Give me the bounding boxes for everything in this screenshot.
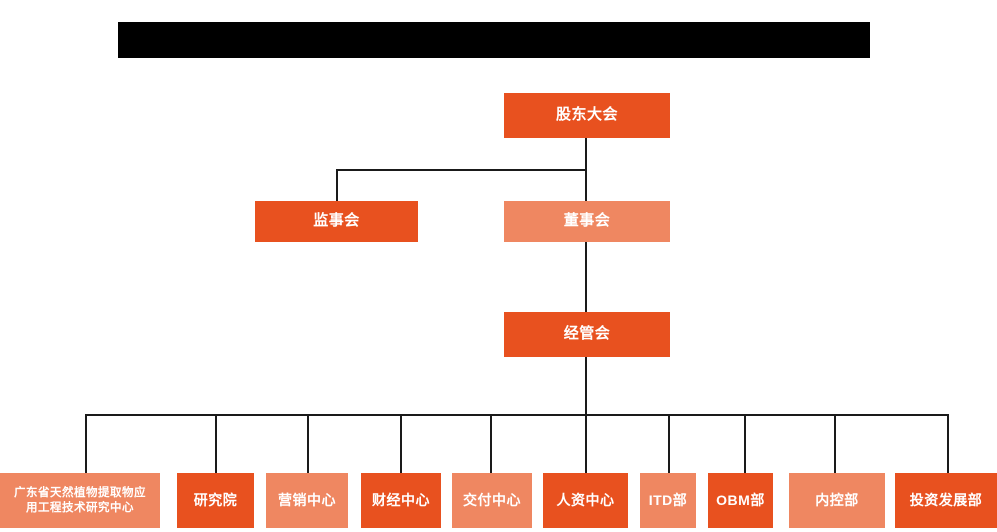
connector-board-down: [585, 169, 587, 201]
node-board-of-directors-label: 董事会: [563, 212, 611, 230]
node-obm-department-label: OBM部: [716, 491, 765, 508]
connector-drop-institute: [215, 414, 217, 474]
node-research-institute-label: 研究院: [193, 491, 238, 508]
connector-departments-bus: [85, 414, 949, 416]
node-supervisory-board-label: 监事会: [313, 212, 360, 230]
node-itd-department-label: ITD部: [648, 491, 688, 508]
node-human-resources-center-label: 人资中心: [556, 491, 615, 508]
connector-drop-marketing: [307, 414, 309, 474]
node-finance-center-label: 财经中心: [372, 491, 430, 508]
node-obm-department[interactable]: OBM部: [708, 473, 773, 528]
node-supervisory-board[interactable]: 监事会: [255, 201, 418, 242]
connector-drop-research-center: [85, 414, 87, 474]
connector-drop-itd: [668, 414, 670, 474]
node-human-resources-center[interactable]: 人资中心: [543, 473, 628, 528]
node-research-institute[interactable]: 研究院: [177, 473, 254, 528]
node-natural-plant-extract-research-center[interactable]: 广东省天然植物提取物应 用工程技术研究中心: [0, 473, 160, 528]
node-management-committee[interactable]: 经管会: [504, 312, 670, 357]
node-board-of-directors[interactable]: 董事会: [504, 201, 670, 242]
node-shareholders-meeting[interactable]: 股东大会: [504, 93, 670, 138]
node-finance-center[interactable]: 财经中心: [361, 473, 441, 528]
node-shareholders-meeting-label: 股东大会: [555, 106, 618, 124]
connector-drop-internal-control: [834, 414, 836, 474]
node-delivery-center[interactable]: 交付中心: [452, 473, 532, 528]
connector-board-to-management: [585, 242, 587, 312]
node-management-committee-label: 经管会: [563, 325, 611, 343]
node-investment-development-department-label: 投资发展部: [909, 491, 983, 508]
connector-drop-delivery: [490, 414, 492, 474]
connector-drop-finance: [400, 414, 402, 474]
redacted-title-bar: [118, 22, 870, 58]
connector-shareholders-down: [585, 138, 587, 170]
node-investment-development-department[interactable]: 投资发展部: [895, 473, 997, 528]
connector-drop-investment: [947, 414, 949, 474]
node-marketing-center-label: 营销中心: [278, 491, 336, 508]
connector-supervisory-down: [336, 169, 338, 201]
connector-management-down: [585, 357, 587, 415]
connector-drop-obm: [744, 414, 746, 474]
node-internal-control-department[interactable]: 内控部: [789, 473, 885, 528]
node-natural-plant-extract-research-center-label-line1: 广东省天然植物提取物应: [14, 487, 146, 500]
connector-drop-hr: [585, 414, 587, 474]
node-natural-plant-extract-research-center-label-line2: 用工程技术研究中心: [26, 501, 134, 514]
node-itd-department[interactable]: ITD部: [640, 473, 696, 528]
connector-level2-bus: [336, 169, 587, 171]
node-delivery-center-label: 交付中心: [463, 491, 521, 508]
node-marketing-center[interactable]: 营销中心: [266, 473, 348, 528]
node-internal-control-department-label: 内控部: [815, 491, 859, 508]
